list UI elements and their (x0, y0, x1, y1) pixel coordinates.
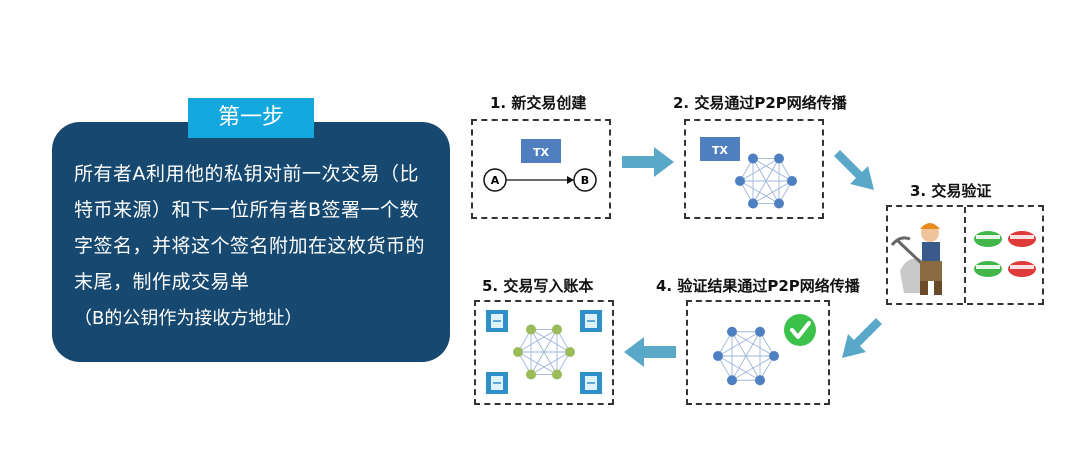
stage-1-box: TX A B (471, 119, 611, 219)
network-node (774, 198, 784, 209)
stage-5-diagram (486, 310, 602, 394)
toggle-green-icon (974, 231, 1002, 247)
tx-box (521, 139, 561, 163)
stage-1-title: 1. 新交易创建 (490, 94, 587, 112)
network-link (752, 158, 780, 204)
stage-3-box (886, 205, 1044, 305)
stage-3-title: 3. 交易验证 (910, 182, 992, 200)
ledger-book-icon (580, 310, 602, 332)
stage-1-diagram: TX A B (483, 139, 597, 192)
ledger-copies (486, 310, 602, 394)
step-description-panel: 所有者A利用他的私钥对前一次交易（比特币来源）和下一位所有者B签署一个数字签名，… (52, 122, 450, 362)
stage-5-title: 5. 交易写入账本 (482, 277, 594, 295)
flow-arrow-down-right-icon (834, 150, 874, 190)
stage-4-box (686, 300, 830, 405)
network-node (774, 153, 784, 164)
check-icon (784, 314, 816, 346)
step-badge: 第一步 (188, 98, 314, 138)
network-node (713, 351, 723, 361)
stage-2-box: TX (684, 119, 824, 219)
network-node (748, 198, 758, 209)
tx-label: TX (533, 146, 550, 159)
verification-toggles (974, 231, 1036, 277)
network-node (755, 326, 765, 337)
ledger-book-icon (486, 310, 508, 332)
ledger-book-icon (580, 372, 602, 394)
network-node (748, 153, 758, 164)
node-a-label: A (491, 174, 500, 187)
network-node (735, 176, 745, 186)
p2p-network (735, 153, 797, 209)
network-link (739, 158, 780, 182)
network-link (731, 331, 761, 381)
stage-4-diagram (713, 314, 816, 386)
stage-3-divider (964, 207, 966, 303)
tx-box (700, 137, 740, 161)
ledger-network (513, 324, 575, 380)
stage-5-box (474, 300, 614, 405)
flow-arrow-right-icon (622, 147, 674, 177)
network-node (787, 176, 797, 186)
network-link (717, 331, 761, 357)
node-b-label: B (581, 174, 589, 187)
network-node (727, 326, 737, 337)
network-link (530, 329, 558, 375)
p2p-network (713, 326, 779, 386)
step-description-text: 所有者A利用他的私钥对前一次交易（比特币来源）和下一位所有者B签署一个数字签名，… (74, 163, 426, 293)
network-node (552, 369, 562, 380)
network-node (513, 347, 523, 357)
transfer-arrowhead (567, 176, 574, 184)
network-node (565, 347, 575, 357)
ledger-book-icon (486, 372, 508, 394)
network-node (526, 324, 536, 335)
network-node (727, 375, 737, 386)
network-node (755, 375, 765, 386)
stage-2-title: 2. 交易通过P2P网络传播 (673, 94, 847, 112)
network-link (517, 329, 558, 353)
network-node (526, 369, 536, 380)
toggle-red-icon (1008, 231, 1036, 247)
stage-4-title: 4. 验证结果通过P2P网络传播 (656, 277, 860, 295)
tx-label: TX (712, 144, 729, 157)
stage-2-diagram: TX (700, 137, 797, 209)
network-node (552, 324, 562, 335)
network-node (769, 351, 779, 361)
step-description-note: （B的公钥作为接收方地址） (74, 308, 303, 329)
flow-arrow-left-icon (624, 337, 676, 367)
toggle-red-icon (1008, 261, 1036, 277)
flow-arrow-down-left-icon (842, 318, 882, 358)
toggle-green-icon (974, 261, 1002, 277)
miner-icon (890, 223, 942, 295)
